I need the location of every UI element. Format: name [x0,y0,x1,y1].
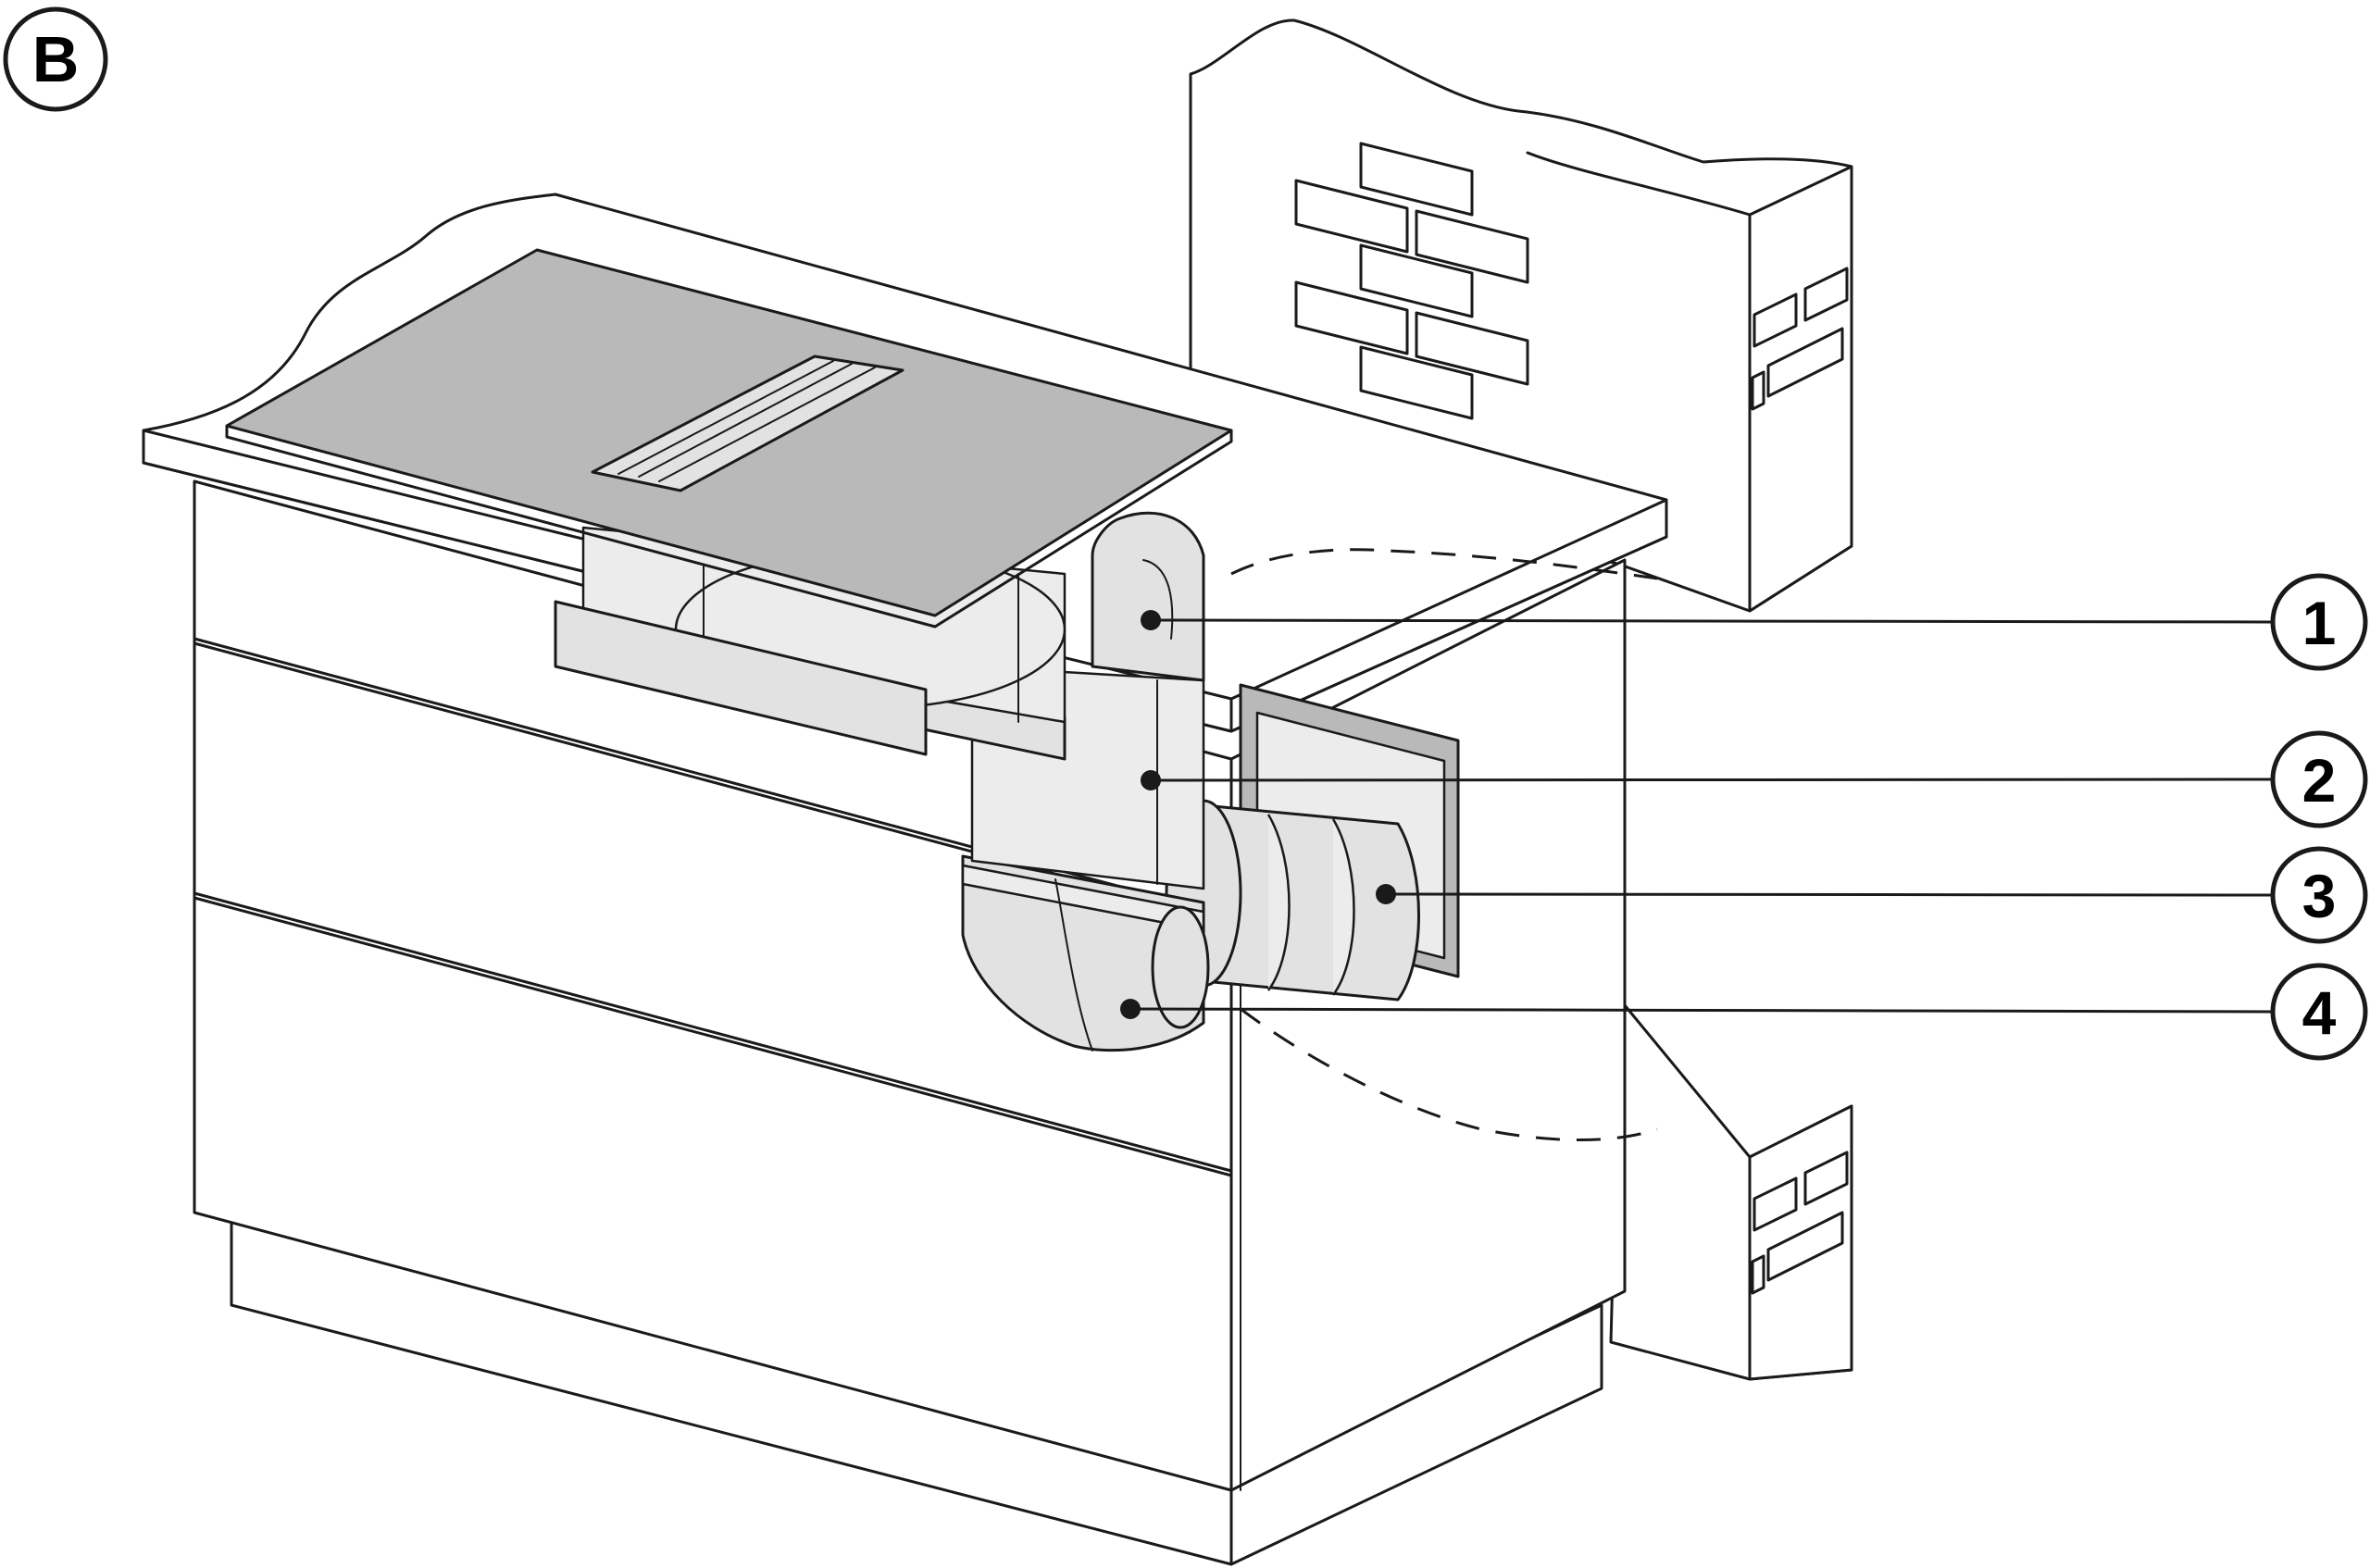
callout-3-anchor-dot [1376,884,1396,904]
callout-2-circle [2270,730,2368,828]
callout-3: 3 [1376,846,2368,944]
induction-hob [225,248,1233,628]
callout-1-anchor-dot [1141,610,1161,630]
brick-wall-lower [1609,998,1853,1381]
callout-1: 1 [1141,573,2368,671]
callout-4-number: 4 [2302,978,2337,1047]
callout-2-anchor-dot [1141,770,1161,790]
callout-4: 4 [1120,963,2368,1061]
callout-2: 2 [1141,730,2368,828]
callout-1-circle [2270,573,2368,671]
wall-cutout-outline [1230,548,1658,1142]
callout-3-circle [2270,846,2368,944]
callout-1-number: 1 [2302,589,2337,657]
view-label-text: B [32,23,80,95]
view-label-badge: B [3,6,108,112]
callout-2-number: 2 [2302,746,2337,815]
callout-3-number: 3 [2302,862,2337,930]
callout-4-anchor-dot [1120,999,1141,1019]
callout-4-circle [2270,963,2368,1061]
